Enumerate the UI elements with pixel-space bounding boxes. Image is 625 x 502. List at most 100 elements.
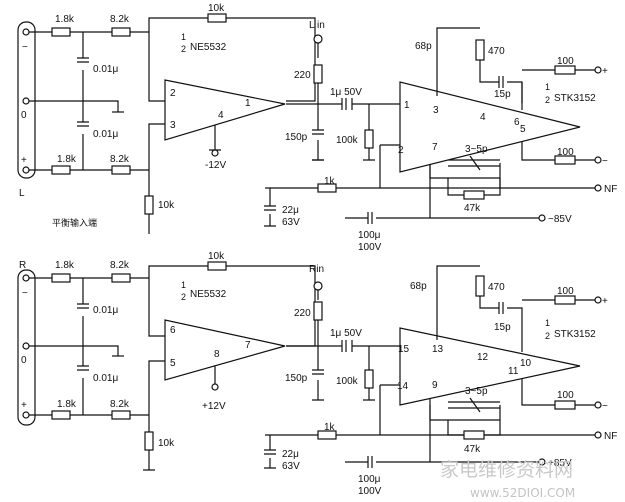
resistor-comp <box>475 275 485 297</box>
amp-pin-in: 1 <box>404 100 410 111</box>
input-terminal-plus <box>22 166 30 174</box>
channel-top: − 0 + L 平衡输入端 <box>17 3 617 253</box>
label-opamp-supply: -12V <box>205 160 226 171</box>
label-amp-frac-num: 1 <box>545 318 550 328</box>
resistor-8k2-bottom <box>111 165 131 175</box>
label-r-out-p: 100 <box>557 286 574 297</box>
label-c-nf-v: 63V <box>282 461 300 472</box>
resistor-8k2-bottom <box>111 410 131 420</box>
amp-pin-e: 14 <box>397 381 409 392</box>
label-c-comp: 68p <box>410 281 427 292</box>
amp-pin-e: 2 <box>398 145 404 156</box>
label-opamp-name: NE5532 <box>190 289 227 300</box>
cap-out <box>498 302 504 314</box>
poweramp-stk3152 <box>399 81 581 173</box>
nf-terminal <box>594 184 602 192</box>
label-c-nf: 22μ <box>282 205 299 216</box>
output-terminal-plus <box>594 66 602 74</box>
opamp-ne5532 <box>164 79 286 141</box>
resistor-ground <box>144 431 154 451</box>
label-r-fb: 10k <box>208 3 225 14</box>
label-r-dc: 100k <box>336 376 359 387</box>
label-c-bulk: 100μ <box>358 474 381 485</box>
resistor-lin <box>313 64 323 84</box>
label-amp-name: STK3152 <box>554 329 596 340</box>
resistor-nf <box>317 183 337 193</box>
label-r1k8-a: 1.8k <box>55 14 75 25</box>
label-r1k8-b: 1.8k <box>57 154 77 165</box>
line-in-terminal <box>313 34 323 44</box>
resistor-8k2-top <box>111 273 131 283</box>
label-rail: +85V <box>548 458 572 469</box>
label-c-filt: 150p <box>285 373 308 384</box>
label-c-bulk-v: 100V <box>358 486 382 497</box>
label-amp-name: STK3152 <box>554 93 596 104</box>
opamp-pin-in-a: 2 <box>170 88 176 99</box>
resistor-1k8-bottom <box>51 410 71 420</box>
channel-label: R <box>19 260 26 271</box>
output-terminal-plus <box>594 296 602 304</box>
label-r8k2-a: 8.2k <box>110 14 130 25</box>
label-opamp-frac-den: 2 <box>181 44 186 54</box>
label-opamp-frac-num: 1 <box>181 32 186 42</box>
label-r-gnd: 10k <box>158 438 175 449</box>
label-c-in: 1μ 50V <box>330 87 362 98</box>
opamp-pin-supply: 4 <box>218 110 224 121</box>
pin-minus-label: − <box>22 42 28 53</box>
label-c1: 0.01μ <box>93 305 118 316</box>
cap-0.01u-pair <box>77 57 89 127</box>
amp-pin-c: 6 <box>514 117 520 128</box>
resistor-rin <box>313 301 323 321</box>
label-c-bulk: 100μ <box>358 230 381 241</box>
opamp-pin-out: 7 <box>245 340 251 351</box>
pin-zero-label: 0 <box>21 355 27 366</box>
label-r8k2-b: 8.2k <box>110 399 130 410</box>
resistor-cf <box>463 190 485 200</box>
label-c-bulk-v: 100V <box>358 242 382 253</box>
cap-bulk <box>367 212 373 224</box>
label-r-comp: 470 <box>488 46 505 57</box>
watermark-text: 家电维修资料网 <box>440 459 573 481</box>
cap-0.01u-pair <box>77 303 89 371</box>
opamp-pin-in-a: 6 <box>170 325 176 336</box>
label-r8k2-b: 8.2k <box>110 154 130 165</box>
amp-pin-b: 4 <box>480 112 486 123</box>
resistor-out-minus <box>554 400 576 410</box>
label-opamp-frac-num: 1 <box>181 280 186 290</box>
resistor-1k8-bottom <box>51 165 71 175</box>
output-terminal-minus <box>594 156 602 164</box>
resistor-out-plus <box>554 295 576 305</box>
input-terminal-zero <box>22 97 30 105</box>
label-nf: NF <box>604 184 617 195</box>
pin-plus-label: + <box>21 400 27 411</box>
label-r-fb: 10k <box>208 251 225 262</box>
label-c-nf-v: 63V <box>282 217 300 228</box>
amp-pin-b: 12 <box>477 352 489 363</box>
label-opamp-supply: +12V <box>202 401 226 412</box>
label-c-filt: 150p <box>285 132 308 143</box>
label-line-in: L in <box>309 20 325 31</box>
label-r-lin: 220 <box>294 308 311 319</box>
cap-variable <box>448 155 500 171</box>
label-c-nf: 22μ <box>282 449 299 460</box>
resistor-out-plus <box>554 65 576 75</box>
resistor-1k8-top <box>51 273 71 283</box>
cap-variable <box>448 397 500 413</box>
cap-input <box>341 340 353 352</box>
label-opamp-frac-den: 2 <box>181 292 186 302</box>
cap-filter <box>312 369 324 401</box>
cap-bulk <box>367 456 373 468</box>
ground-symbols <box>209 149 375 161</box>
label-r-nf: 1k <box>324 422 336 433</box>
amp-pin-in: 15 <box>398 344 410 355</box>
pin-minus-label: − <box>22 288 28 299</box>
label-opamp-name: NE5532 <box>190 42 227 53</box>
cap-nf <box>264 205 276 227</box>
label-r-comp: 470 <box>488 282 505 293</box>
label-r-out-m: 100 <box>557 147 574 158</box>
label-r1k8-b: 1.8k <box>57 399 77 410</box>
label-r8k2-a: 8.2k <box>110 260 130 271</box>
resistor-dc <box>364 129 374 149</box>
resistor-1k8-top <box>51 27 71 37</box>
supply-terminal <box>211 383 219 391</box>
